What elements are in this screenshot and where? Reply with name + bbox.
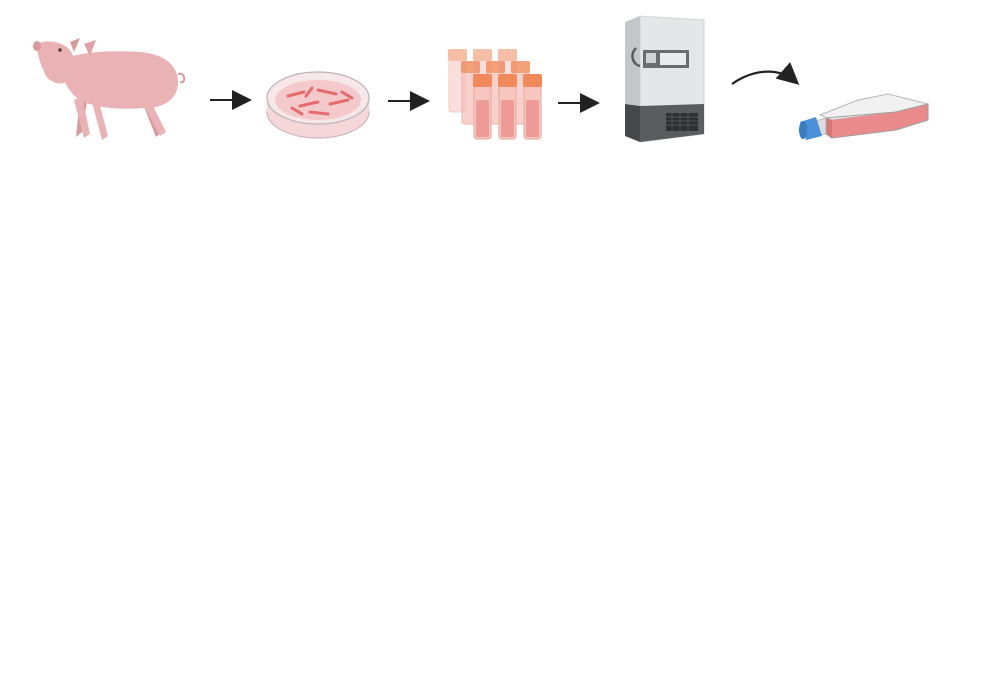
pig-icon xyxy=(33,38,186,140)
cryovials-icon xyxy=(448,49,542,140)
culture-flask-icon xyxy=(799,93,929,140)
arrow-freezer-to-flask xyxy=(731,62,800,85)
petri-dish-icon xyxy=(266,71,370,139)
freezer-icon xyxy=(625,15,705,143)
